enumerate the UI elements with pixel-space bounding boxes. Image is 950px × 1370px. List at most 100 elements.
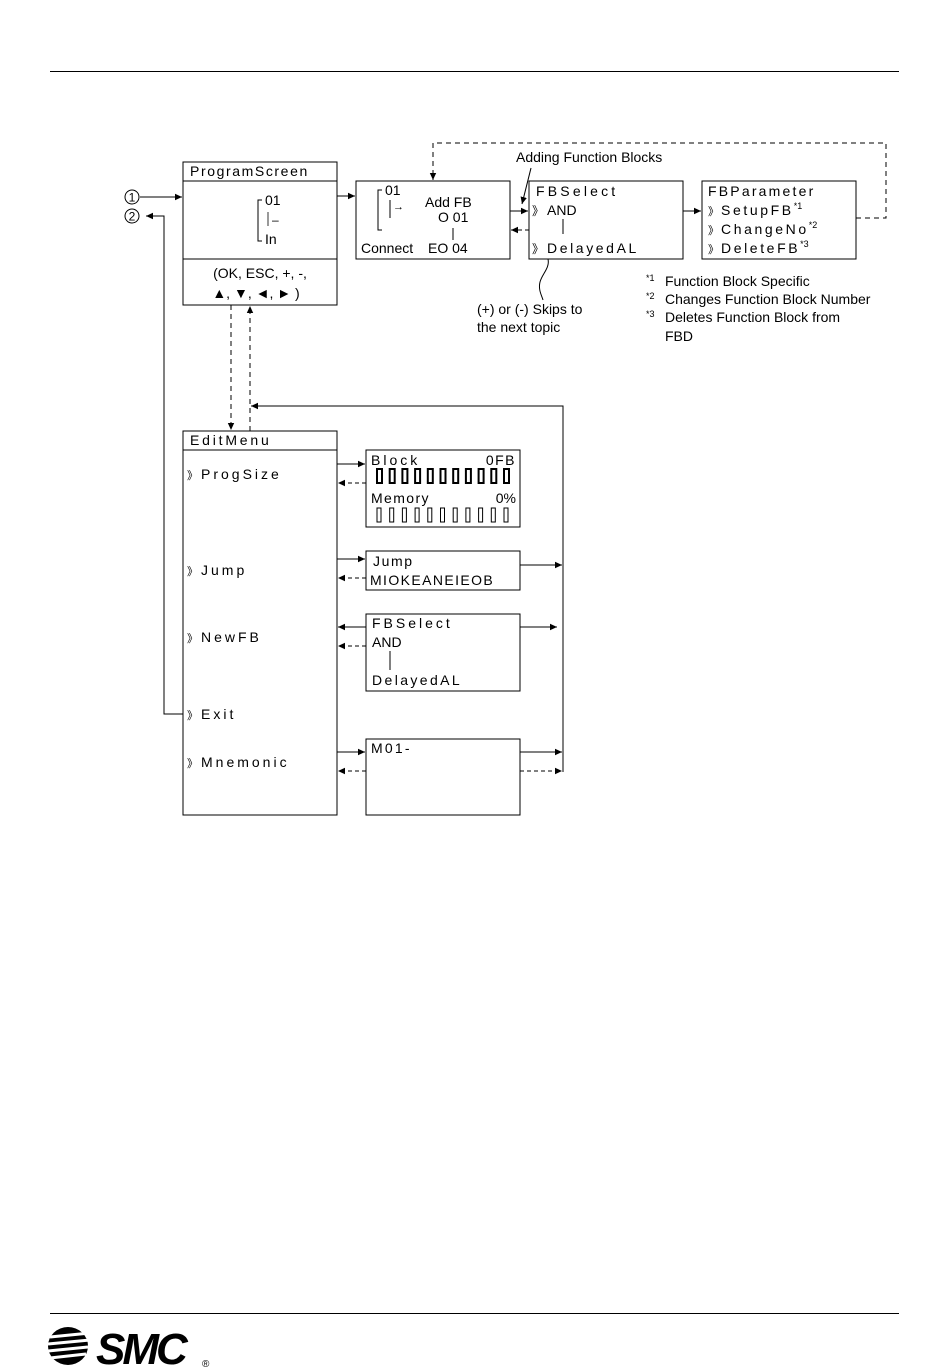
footnote-mark: *2: [646, 291, 655, 301]
footnote-text: FBD: [665, 328, 693, 344]
edit-menu-cursor: 》: [187, 469, 198, 482]
addfb-arrow: →: [393, 201, 404, 213]
memory-cell: [389, 507, 395, 523]
fb-parameter-screen-box: [701, 180, 857, 260]
newfb-line-1: FBSelect: [372, 615, 453, 631]
block-cell: [401, 468, 409, 484]
program-screen-dash: –: [272, 213, 279, 227]
block-cell: [388, 468, 396, 484]
edit-menu-box: [182, 430, 338, 816]
edit-menu-cursor: 》: [187, 709, 198, 722]
footnote-text: Function Block Specific: [665, 273, 810, 289]
fbparameter-cursor: 》: [708, 243, 719, 256]
exit-return-line: [146, 212, 183, 715]
return-bus-line: [251, 402, 564, 772]
memory-cell: [401, 507, 407, 523]
skips-label-line1: (+) or (-) Skips to: [477, 301, 583, 317]
block-cell: [439, 468, 447, 484]
memory-cell: [427, 507, 433, 523]
memory-cell: [465, 507, 471, 523]
block-cell: [414, 468, 422, 484]
edit-menu-item-exit[interactable]: Exit: [201, 706, 236, 722]
memory-cell: [478, 507, 484, 523]
addfb-connect: Connect: [361, 240, 413, 256]
jump-line-1: Jump: [373, 553, 414, 569]
footer-rule: [50, 1313, 899, 1314]
edit-menu-cursor: 》: [187, 565, 198, 578]
prog-size-screen-box: [365, 449, 521, 528]
fb-select-screen-box: [528, 180, 684, 260]
memory-cell: [440, 507, 445, 523]
edit-menu-items: 》ProgSize》Jump》NewFB》Exit》Mnemonic: [187, 466, 290, 770]
program-screen-title: ProgramScreen: [190, 163, 309, 179]
block-cell: [477, 468, 485, 484]
fbselect-item-1: AND: [547, 202, 577, 218]
block-cell: [464, 468, 472, 484]
fbparameter-item: SetupFB*1: [721, 201, 802, 218]
progsize-block-label: Block: [371, 452, 420, 468]
fbselect-item-2: DelayedAL: [547, 240, 639, 256]
fbparameter-item-footnote-mark: *3: [800, 239, 809, 249]
fbparameter-item: ChangeNo*2: [721, 220, 817, 237]
fbselect-cursor-2: 》: [532, 242, 544, 256]
edit-menu-cursor: 》: [187, 757, 198, 770]
smc-logo: SMC ®: [47, 1325, 210, 1368]
jump-line-2: MIOKEANEIEOB: [370, 572, 494, 588]
program-screen-num: 01: [265, 192, 281, 208]
block-cell: [490, 468, 498, 484]
block-cell: [376, 468, 383, 484]
memory-cell: [503, 507, 509, 523]
mnemonic-line-1: M01-: [371, 740, 412, 756]
footnote-mark: *3: [646, 309, 655, 319]
block-cell: [426, 468, 434, 484]
footnote-text: Changes Function Block Number: [665, 291, 871, 307]
newfb-line-2: AND: [372, 634, 402, 650]
footnote-mark: *1: [646, 273, 655, 283]
fbparameter-title: FBParameter: [708, 183, 815, 199]
fbparameter-item: DeleteFB*3: [721, 239, 809, 256]
block-usage-bar: [376, 468, 510, 484]
exit-marker-2: [124, 208, 140, 224]
add-fb-screen-box: [355, 180, 511, 260]
fbselect-title: FBSelect: [536, 183, 618, 199]
addfb-num: 01: [385, 182, 401, 198]
progsize-memory-value: 0%: [496, 490, 516, 506]
skips-curve: [538, 258, 549, 301]
footnote-list: *1 Function Block Specific *2 Changes Funct…: [646, 273, 871, 344]
jump-screen-box: [365, 550, 521, 591]
program-screen-keys-line1: (OK, ESC, +, -,: [213, 265, 307, 281]
progsize-block-value: 0FB: [486, 452, 516, 468]
fbparameter-loop-back: [429, 142, 887, 219]
progsize-memory-label: Memory: [371, 490, 430, 506]
block-cell: [503, 468, 510, 484]
fbselect-cursor-1: 》: [532, 204, 544, 218]
fbparameter-cursor: 》: [708, 224, 719, 237]
circle-2-label: 2: [129, 210, 136, 224]
editmenu-title: EditMenu: [190, 432, 272, 448]
adding-fb-label: Adding Function Blocks: [516, 149, 662, 165]
smc-logo-wordmark: SMC: [96, 1325, 189, 1368]
addfb-output: O 01: [438, 209, 469, 225]
footnote-text: Deletes Function Block from: [665, 309, 840, 325]
edit-menu-item-jump[interactable]: Jump: [201, 562, 247, 578]
fbparameter-item-footnote-mark: *1: [794, 201, 803, 211]
memory-cell: [490, 507, 496, 523]
newfb-line-3: DelayedAL: [372, 672, 462, 688]
smc-logo-registered: ®: [202, 1359, 210, 1368]
circle-1-label: 1: [129, 191, 136, 205]
edit-menu-item-mnemonic[interactable]: Mnemonic: [201, 754, 290, 770]
block-cell: [452, 468, 460, 484]
memory-cell: [414, 507, 420, 523]
program-screen-keys-line2: ▲, ▼, ◄, ► ): [212, 285, 299, 301]
skips-label-line2: the next topic: [477, 319, 560, 335]
edit-menu-item-progsize[interactable]: ProgSize: [201, 466, 282, 482]
adding-fb-pointer: [520, 167, 532, 205]
fbparameter-item-footnote-mark: *2: [809, 220, 818, 230]
add-fb-bracket: [377, 189, 382, 231]
smc-logo-swoosh-icon: [47, 1327, 91, 1365]
entry-marker-1: [124, 189, 140, 205]
edit-menu-item-newfb[interactable]: NewFB: [201, 629, 262, 645]
new-fb-screen-box: [365, 613, 521, 692]
addfb-eo: EO 04: [428, 240, 468, 256]
